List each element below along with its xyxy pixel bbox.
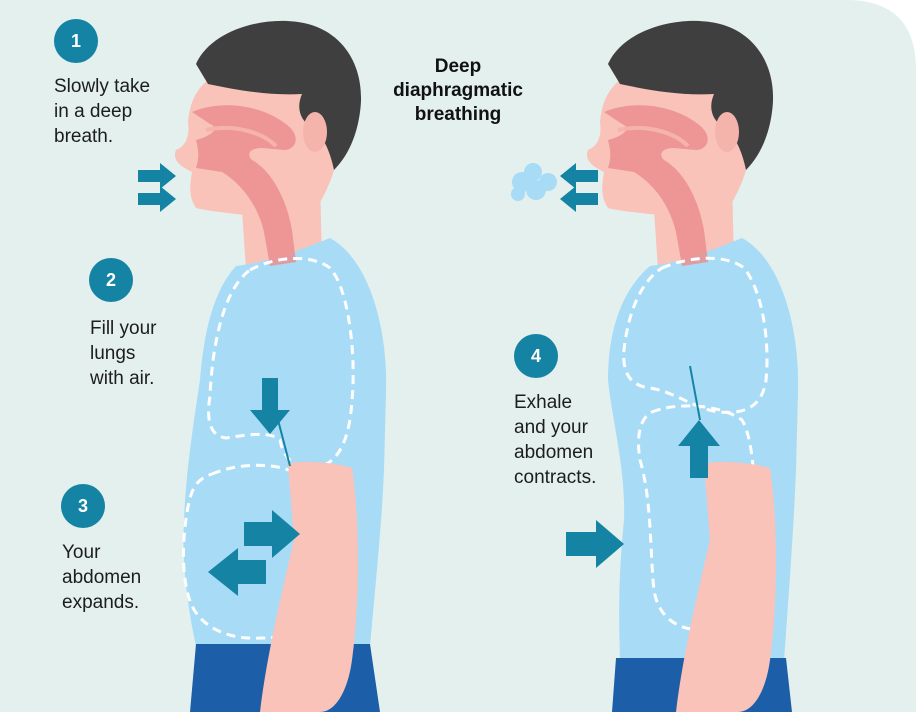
figure-inhale [174, 20, 387, 712]
inhale-arrows [138, 163, 176, 212]
figure-exhale [586, 20, 799, 712]
step-caption-line: lungs [90, 343, 135, 364]
step-caption-line: Slowly take [54, 76, 150, 97]
step-number: 4 [531, 346, 541, 366]
arrow-left-icon [208, 548, 266, 596]
step-caption-line: Fill your [90, 318, 157, 339]
breath-cloud-icon [511, 163, 557, 201]
step-number: 2 [106, 270, 116, 290]
title-line-3: breathing [415, 104, 502, 125]
arrow-left-icon [560, 163, 598, 189]
step-caption-line: Exhale [514, 392, 572, 413]
arrow-left-icon [560, 186, 598, 212]
step-caption-line: contracts. [514, 467, 596, 488]
step-3: 3 Your abdomen expands. [61, 484, 141, 613]
step-badge [514, 334, 558, 378]
step-1: 1 Slowly take in a deep breath. [54, 19, 150, 147]
title-line-1: Deep [435, 56, 481, 77]
front-arm [260, 461, 358, 712]
arrow-right-icon [138, 163, 176, 189]
arrow-up-icon [678, 420, 720, 478]
front-arm [676, 461, 776, 712]
arrow-right-icon [566, 520, 624, 568]
ear [715, 112, 739, 152]
step-badge [54, 19, 98, 63]
arrow-right-icon [138, 186, 176, 212]
exhale-arrows [560, 163, 598, 212]
ear [303, 112, 327, 152]
step-4: 4 Exhale and your abdomen contracts. [514, 334, 596, 488]
abdomen-outline [637, 404, 757, 632]
step-2: 2 Fill your lungs with air. [89, 258, 157, 389]
step-caption-line: abdomen [62, 567, 141, 588]
step-caption-line: in a deep [54, 101, 132, 122]
step-caption-line: with air. [89, 368, 154, 389]
step-number: 3 [78, 496, 88, 516]
step-caption-line: abdomen [514, 442, 593, 463]
diagram-title: Deep diaphragmatic breathing [393, 56, 523, 125]
step-badge [89, 258, 133, 302]
step-caption-line: Your [62, 542, 101, 563]
lung-outline [207, 257, 355, 470]
step-caption-line: and your [514, 417, 589, 438]
arrow-right-icon [244, 510, 300, 558]
lung-outline [622, 256, 769, 414]
step-caption-line: breath. [54, 126, 113, 147]
step-number: 1 [71, 31, 81, 51]
arrow-down-icon [250, 378, 290, 434]
step-caption-line: expands. [62, 592, 139, 613]
airway [604, 105, 708, 266]
title-line-2: diaphragmatic [393, 80, 523, 101]
airway [192, 105, 296, 266]
step-badge [61, 484, 105, 528]
